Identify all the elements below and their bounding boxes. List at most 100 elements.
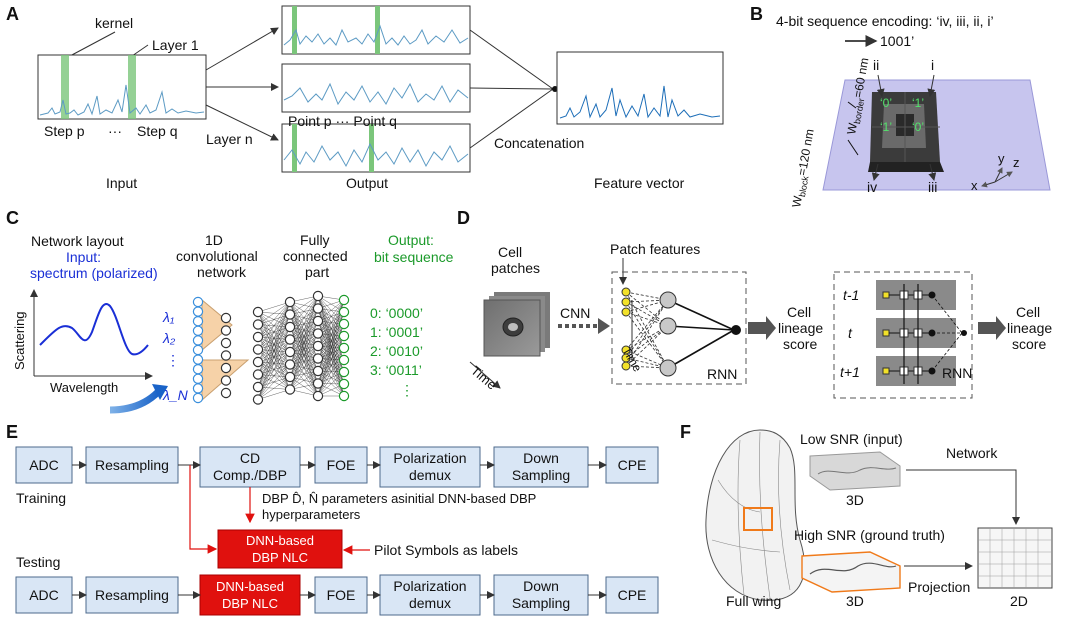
concat-line-1 bbox=[469, 29, 554, 90]
step-q-label: Step q bbox=[137, 123, 177, 139]
wing-veins bbox=[711, 431, 791, 599]
box-downsampling-top bbox=[493, 446, 589, 488]
rnn-label-2: RNN bbox=[942, 365, 972, 381]
output-neuron bbox=[338, 330, 350, 342]
t-label: t bbox=[848, 325, 853, 341]
kernel-window-p bbox=[61, 55, 69, 119]
label-ii: ii bbox=[873, 57, 879, 73]
hidden-neuron-a bbox=[252, 369, 264, 380]
rnn-hidden-node bbox=[659, 317, 677, 335]
dots-label: ··· bbox=[108, 123, 122, 139]
adc-bottom-label: ADC bbox=[29, 587, 59, 603]
rnn-box-1 bbox=[611, 271, 747, 385]
down-top-label-2: Sampling bbox=[512, 467, 570, 483]
output-neuron bbox=[338, 306, 350, 318]
output-plot-2 bbox=[281, 63, 471, 113]
bit-row-2: 2: ‘0010’ bbox=[370, 343, 423, 359]
down-bottom-label-2: Sampling bbox=[512, 595, 570, 611]
panel-c: C Network layout Input: spectrum (polari… bbox=[6, 208, 454, 414]
arrow-iii bbox=[928, 163, 937, 181]
nn-edge bbox=[257, 351, 291, 400]
rnn-output-node bbox=[731, 325, 741, 335]
resampling-bottom-label: Resampling bbox=[95, 587, 169, 603]
cell-patches-2: patches bbox=[491, 260, 540, 276]
nn-edge bbox=[289, 295, 319, 328]
network-layout-title: Network layout bbox=[31, 233, 124, 249]
nn-edge bbox=[317, 333, 345, 361]
high-snr-texture bbox=[809, 562, 897, 575]
panel-d: D Cell patches Time CNN Patch features R… bbox=[457, 208, 1052, 399]
hidden-neuron-c bbox=[312, 365, 324, 377]
projection-2d-image bbox=[977, 527, 1053, 589]
nn-edge bbox=[317, 299, 345, 334]
panel-b-label: B bbox=[750, 4, 763, 24]
patch-feature-node bbox=[621, 307, 631, 317]
patch-feature-node bbox=[621, 361, 631, 371]
pilot-label: Pilot Symbols as labels bbox=[374, 542, 518, 558]
nn-edge bbox=[257, 376, 291, 400]
axis-y bbox=[994, 167, 1003, 183]
conv-title-3: network bbox=[197, 264, 247, 280]
out1-window-p bbox=[292, 6, 297, 54]
nn-edge bbox=[317, 295, 345, 325]
encoding-code: 1001’ bbox=[880, 33, 914, 49]
low-snr-3d-label: 3D bbox=[846, 492, 864, 508]
score1-c: score bbox=[783, 336, 817, 352]
rnn-box-2 bbox=[833, 271, 973, 399]
hidden-neuron-c bbox=[312, 378, 324, 389]
nn-edge bbox=[317, 345, 345, 397]
input-neuron bbox=[192, 344, 204, 356]
rnn-out-edge bbox=[667, 299, 735, 331]
box-polarization-bottom bbox=[379, 574, 481, 616]
score-arrow-1 bbox=[748, 316, 776, 340]
nn-edge bbox=[317, 371, 345, 397]
rnn-label-1: RNN bbox=[707, 366, 737, 382]
kernel-pointer bbox=[69, 31, 116, 57]
panel-e-label: E bbox=[6, 422, 18, 442]
rnn-edge bbox=[625, 301, 669, 369]
hidden-neuron-b bbox=[284, 384, 296, 395]
cd-top-label-1: CD bbox=[240, 450, 260, 466]
nn-edge bbox=[317, 333, 345, 373]
hidden-neuron-c bbox=[312, 290, 324, 302]
hidden-neuron-a bbox=[252, 394, 264, 405]
input-flow-arrow bbox=[109, 389, 161, 414]
layer-n-label: Layer n bbox=[206, 131, 253, 147]
down-top-label-1: Down bbox=[523, 450, 559, 466]
nn-edge bbox=[317, 295, 345, 337]
nn-edge bbox=[257, 301, 291, 313]
output-neuron bbox=[338, 390, 350, 402]
hidden-neuron-a bbox=[252, 381, 264, 393]
high-snr-label: High SNR (ground truth) bbox=[794, 527, 945, 543]
lambda-1-label: λ₁ bbox=[162, 309, 175, 325]
input-neuron bbox=[192, 335, 204, 346]
input-neuron bbox=[192, 325, 204, 336]
bit-label-iii: ‘0’ bbox=[912, 120, 924, 134]
cnn-arrowhead bbox=[598, 318, 610, 334]
full-wing-label: Full wing bbox=[726, 593, 781, 609]
panel-e: E ADC Resampling CD Comp./DBP FOE Polari… bbox=[6, 422, 659, 616]
box-resampling-bottom bbox=[85, 576, 179, 614]
input-neuron bbox=[192, 316, 204, 327]
scattering-label: Scattering bbox=[12, 311, 27, 370]
input-neuron bbox=[192, 306, 204, 317]
arrow-to-out3 bbox=[205, 104, 279, 141]
score1-a: Cell bbox=[787, 304, 811, 320]
concatenation-label: Concatenation bbox=[494, 135, 584, 151]
arrow-ii bbox=[876, 74, 885, 97]
input-flow-arrowhead bbox=[152, 384, 168, 400]
nn-edge bbox=[317, 299, 345, 347]
foe-bottom-label: FOE bbox=[327, 587, 356, 603]
hidden-neuron-a bbox=[252, 331, 264, 343]
axis-x-label: x bbox=[971, 178, 978, 193]
rnn-out-edge bbox=[667, 329, 735, 369]
polarization-bottom-label-2: demux bbox=[409, 595, 451, 611]
hidden-neuron-c bbox=[312, 328, 324, 339]
training-feed-arrow bbox=[189, 465, 218, 554]
box-foe-top bbox=[314, 446, 368, 484]
projection-label: Projection bbox=[908, 579, 970, 595]
low-snr-label: Low SNR (input) bbox=[800, 431, 903, 447]
nn-edge bbox=[257, 301, 291, 325]
hidden-neuron-c bbox=[312, 315, 324, 327]
nn-edge bbox=[289, 295, 319, 353]
